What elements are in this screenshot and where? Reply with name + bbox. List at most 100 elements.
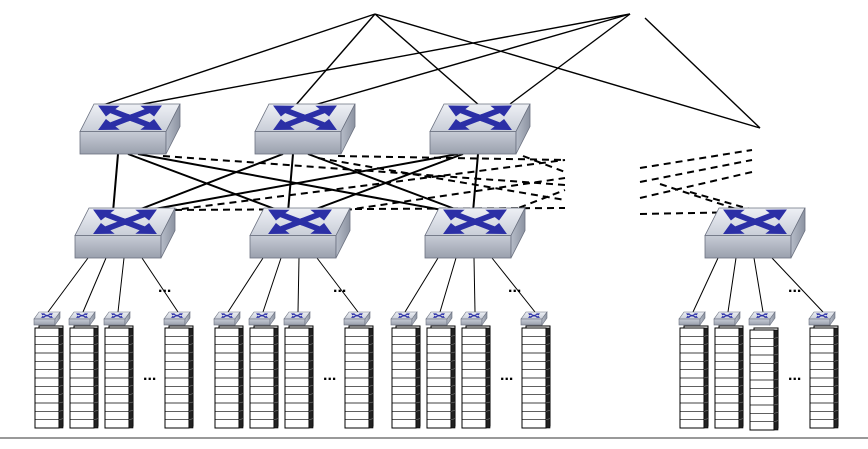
dashed-link xyxy=(507,189,566,213)
tor-front-face xyxy=(103,318,126,326)
rack-slot-edge xyxy=(128,393,134,395)
rack-slot-edge xyxy=(773,362,779,364)
arrow-shape xyxy=(297,105,337,122)
switch-side-face xyxy=(510,207,526,259)
dashed-link xyxy=(332,177,566,213)
rack-slot-edge xyxy=(773,395,779,397)
rack-slot-edge xyxy=(738,343,744,345)
rack-slot-edge xyxy=(93,351,99,354)
tor-side-face xyxy=(124,311,131,326)
rack-slot-edge xyxy=(368,360,374,362)
rack-slot-edge xyxy=(703,376,709,379)
rack-slot-edge xyxy=(450,335,456,337)
rack-slot-edge xyxy=(450,376,456,379)
switch-side-face xyxy=(790,207,806,259)
arrow-glyph xyxy=(402,313,410,317)
crossed-arrows-icon xyxy=(433,313,445,318)
aggregation-switch-4 xyxy=(704,207,806,259)
rack-slot-edge xyxy=(273,335,279,337)
rack-slot-edge xyxy=(93,368,99,370)
arrow-shape xyxy=(532,313,540,317)
rack-slot-edge xyxy=(58,410,64,412)
arrow-shape xyxy=(437,313,445,317)
rack-slot-edge xyxy=(545,385,551,387)
uplink-line xyxy=(99,13,376,107)
rack-slot-edge xyxy=(738,335,744,337)
rack-slot-edge xyxy=(273,351,279,354)
rack-slot-edge xyxy=(415,410,421,412)
agg-tor-link xyxy=(771,257,824,313)
arrow-shape xyxy=(725,313,733,317)
core-agg-link xyxy=(472,153,479,213)
agg-tor-link xyxy=(117,257,125,313)
agg-tor-link xyxy=(141,257,179,313)
arrow-shape xyxy=(292,209,332,226)
rack-slot-edge xyxy=(128,401,134,404)
rack-slot-edge xyxy=(415,360,421,362)
rack-slot-edge xyxy=(58,418,64,420)
crossed-arrows-icon xyxy=(756,313,768,318)
arrow-glyph xyxy=(532,313,540,317)
rack-slot-edge xyxy=(415,393,421,395)
switch-front-face xyxy=(429,131,517,155)
dashed-link xyxy=(337,155,566,161)
arrow-shape xyxy=(402,313,410,317)
rack-slot-edge xyxy=(703,410,709,412)
rack-slot-edge xyxy=(308,351,314,354)
rack-slot-edge xyxy=(188,401,194,404)
rack-slot-edge xyxy=(415,376,421,379)
rack-slot-edge xyxy=(128,368,134,370)
rack-slot-edge xyxy=(450,360,456,362)
tor-front-face xyxy=(390,318,413,326)
rack-slot-edge xyxy=(93,335,99,337)
server-rack-p2-1 xyxy=(214,325,244,429)
rack-slot-edge xyxy=(485,410,491,412)
rack-slot-edge xyxy=(485,393,491,395)
rack-slot-edge xyxy=(545,351,551,354)
rack-slot-edge xyxy=(93,376,99,379)
rack-slot-edge xyxy=(128,351,134,354)
tor-front-face xyxy=(520,318,543,326)
arrow-shape xyxy=(467,209,507,226)
arrow-glyph xyxy=(80,313,88,317)
rack-slot-edge xyxy=(308,385,314,387)
arrow-glyph xyxy=(467,209,507,226)
rack-slot-edge xyxy=(738,418,744,420)
rack-slot-edge xyxy=(450,410,456,412)
tor-switch-p4-2 xyxy=(713,311,741,326)
rack-slot-edge xyxy=(833,351,839,354)
tor-side-face xyxy=(364,311,371,326)
crossed-arrows-icon xyxy=(98,105,162,131)
rack-slot-edge xyxy=(188,410,194,412)
rack-slot-edge xyxy=(485,401,491,404)
tor-switch-p1-2 xyxy=(68,311,96,326)
tor-side-face xyxy=(234,311,241,326)
rack-slot-edge xyxy=(703,335,709,337)
rack-slot-edge xyxy=(485,351,491,354)
tor-switch-p1-1 xyxy=(33,311,61,326)
switch-side-face xyxy=(340,103,356,155)
rack-slot-edge xyxy=(308,360,314,362)
rack-slot-edge xyxy=(308,368,314,370)
rack-slot-edge xyxy=(188,385,194,387)
rack-slot-edge xyxy=(238,368,244,370)
rack-slot-edge xyxy=(738,376,744,379)
tor-switch-p2-1 xyxy=(213,311,241,326)
arrow-glyph xyxy=(725,313,733,317)
crossed-arrows-icon xyxy=(291,313,303,318)
switch-front-face xyxy=(254,131,342,155)
tor-side-face xyxy=(734,311,741,326)
agg-tor-link xyxy=(692,257,719,313)
rack-slot-edge xyxy=(545,335,551,337)
rack-slot-edge xyxy=(58,360,64,362)
rack-slot-edge xyxy=(833,335,839,337)
rack-slot-edge xyxy=(58,368,64,370)
tor-front-face xyxy=(248,318,271,326)
rack-slot-edge xyxy=(833,410,839,412)
rack-slot-edge xyxy=(308,410,314,412)
agg-tor-link xyxy=(404,257,439,313)
switch-front-face xyxy=(704,235,792,259)
tor-switch-p4-3 xyxy=(748,311,776,326)
rack-slot-edge xyxy=(238,393,244,395)
